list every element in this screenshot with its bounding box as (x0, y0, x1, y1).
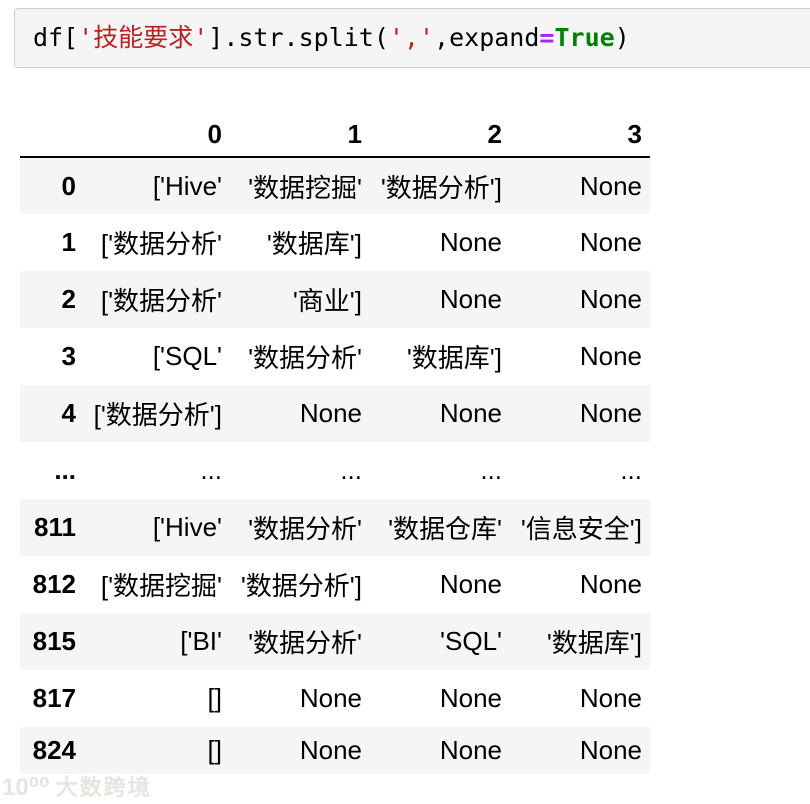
table-cell: 'SQL' (440, 626, 502, 656)
table-row: 1 ['数据分析' '数据库'] None None (20, 214, 650, 271)
table-cell: None (439, 569, 502, 599)
table-row: 815 ['BI' '数据分析' 'SQL' '数据库'] (20, 613, 650, 670)
table-row: 4 ['数据分析'] None None None (20, 385, 650, 442)
code-token-plain: ,expand (434, 23, 540, 52)
row-index: 811 (34, 512, 76, 542)
column-header-0: 0 (84, 112, 230, 158)
code-token-keyword: True (554, 23, 615, 52)
table-cell: ... (340, 455, 362, 485)
table-row: 812 ['数据挖掘' '数据分析'] None None (20, 556, 650, 613)
table-row: 824 [] None None None (20, 727, 650, 774)
table-cell: None (579, 683, 642, 713)
table-cell: '数据分析'] (240, 571, 362, 601)
table-cell: None (579, 170, 642, 201)
table-cell: ... (200, 455, 222, 485)
table-cell: ['数据挖掘' (100, 571, 222, 601)
row-index: 817 (32, 683, 76, 713)
table-cell: None (299, 735, 362, 765)
row-index: 2 (61, 284, 76, 314)
table-cell: '数据库'] (266, 229, 362, 259)
table-cell: None (299, 683, 362, 713)
table-cell: [] (207, 735, 222, 765)
table-cell: None (579, 227, 642, 257)
table-row: 3 ['SQL' '数据分析' '数据库'] None (20, 328, 650, 385)
table-row: 2 ['数据分析' '商业'] None None (20, 271, 650, 328)
table-cell: ['SQL' (152, 341, 222, 371)
table-cell: '数据分析' (248, 628, 362, 658)
row-index: 812 (32, 569, 76, 599)
table-cell: None (299, 398, 362, 428)
table-cell: ['数据分析'] (93, 400, 222, 430)
table-cell: [] (207, 683, 222, 713)
table-cell: ... (620, 455, 642, 485)
table-cell: '数据分析' (248, 514, 362, 544)
column-header-2: 2 (370, 112, 510, 158)
watermark-logo: 10⁰⁰ (2, 774, 50, 801)
table-cell: None (439, 284, 502, 314)
code-token-string: ',' (388, 23, 435, 52)
code-line: df['技能要求'].str.split(',',expand=True) (15, 9, 810, 53)
code-token-plain: df[ (33, 23, 79, 52)
table-cell: '数据仓库' (388, 514, 502, 544)
table-cell: None (439, 227, 502, 257)
row-index: 4 (61, 398, 76, 428)
row-index: 824 (32, 735, 76, 765)
row-index: ... (54, 455, 76, 485)
table-cell: None (579, 341, 642, 371)
table-row: 811 ['Hive' '数据分析' '数据仓库' '信息安全'] (20, 499, 650, 556)
table-cell: '数据库'] (406, 343, 502, 373)
table-cell: '商业'] (292, 286, 362, 316)
code-input-cell[interactable]: df['技能要求'].str.split(',',expand=True) (14, 8, 810, 68)
table-cell: '数据分析'] (380, 172, 502, 203)
row-index: 815 (32, 626, 76, 656)
table-row: ............... (20, 442, 650, 499)
table-cell: None (439, 398, 502, 428)
table-cell: None (439, 683, 502, 713)
code-token-plain: ].str.split( (208, 23, 389, 52)
table-cell: ['Hive' (152, 170, 222, 201)
row-index: 1 (61, 227, 76, 257)
table-cell: ['Hive' (152, 512, 222, 542)
table-cell: None (579, 569, 642, 599)
table-cell: ['BI' (180, 626, 222, 656)
code-token-string: '技能要求' (78, 23, 209, 52)
table-cell: '数据库'] (546, 628, 642, 658)
table-cell: None (579, 284, 642, 314)
table-row: 0 ['Hive' '数据挖掘' '数据分析'] None (20, 157, 650, 214)
table-row: 817 [] None None None (20, 670, 650, 727)
table-cell: '数据分析' (248, 343, 362, 373)
column-header-3: 3 (510, 112, 650, 158)
code-token-plain: ) (614, 23, 630, 52)
row-index: 3 (61, 341, 76, 371)
watermark-text: 大数跨境 (55, 775, 152, 800)
code-token-operator: = (539, 23, 555, 52)
table-cell: None (439, 735, 502, 765)
corner-header-cell (20, 112, 84, 158)
table-cell: ['数据分析' (100, 229, 222, 259)
table-cell: '信息安全'] (520, 514, 642, 544)
table-cell: ['数据分析' (100, 286, 222, 316)
table-cell: '数据挖掘' (248, 172, 362, 203)
table-cell: ... (480, 455, 502, 485)
row-index: 0 (61, 170, 76, 201)
column-header-1: 1 (230, 112, 370, 158)
table-body: 0 ['Hive' '数据挖掘' '数据分析'] None 1 ['数据分析' '数据库'] N… (20, 157, 650, 774)
table-cell: None (579, 398, 642, 428)
table-cell: None (579, 735, 642, 765)
